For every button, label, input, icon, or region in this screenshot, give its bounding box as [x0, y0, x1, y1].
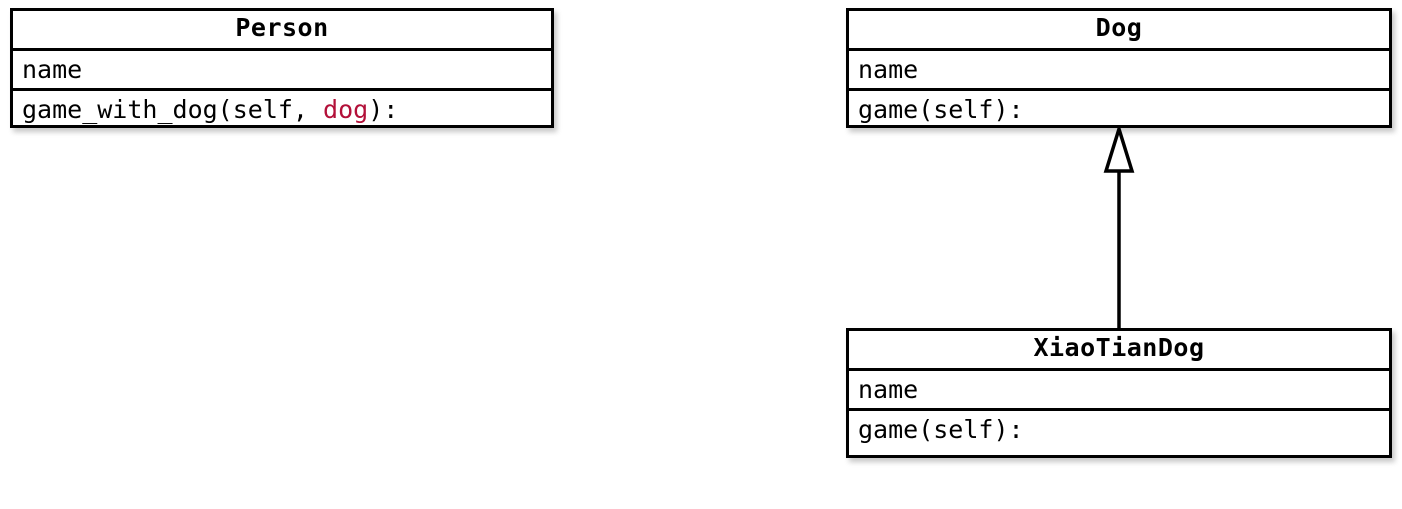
uml-method-person-game-with-dog: game_with_dog(self, dog):	[13, 88, 551, 130]
generalization-xiaotiandog-to-dog[interactable]	[1099, 125, 1139, 335]
uml-method-param-dog: dog	[323, 95, 369, 124]
uml-method-prefix: game_with_dog(self,	[22, 95, 324, 124]
uml-method-xiaotiandog-game: game(self):	[849, 408, 1389, 450]
uml-attribute-person-name: name	[13, 48, 551, 88]
uml-class-person[interactable]: Person name game_with_dog(self, dog):	[10, 8, 554, 128]
uml-class-dog[interactable]: Dog name game(self):	[846, 8, 1392, 128]
uml-class-name-person: Person	[235, 13, 329, 42]
uml-attribute-dog-name: name	[849, 48, 1389, 88]
uml-method-dog-game: game(self):	[849, 88, 1389, 130]
uml-class-name-xiaotiandog: XiaoTianDog	[1033, 333, 1205, 362]
uml-class-xiaotiandog[interactable]: XiaoTianDog name game(self):	[846, 328, 1392, 458]
hollow-triangle-arrowhead-icon	[1103, 125, 1135, 173]
uml-class-name-dog: Dog	[1095, 13, 1143, 42]
uml-attribute-xiaotiandog-name: name	[849, 368, 1389, 408]
uml-method-suffix: ):	[368, 95, 399, 124]
generalization-svg	[1103, 125, 1135, 331]
